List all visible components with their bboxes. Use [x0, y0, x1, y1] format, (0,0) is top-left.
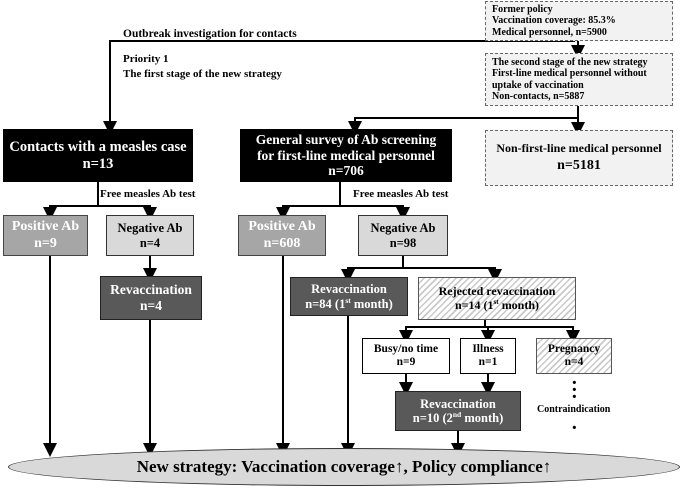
rejected-revaccination-box: Rejected revaccination n=14 (1st month) [418, 277, 576, 320]
contraindication-label: Contraindication [537, 404, 611, 415]
conclusion-ellipse: New strategy: Vaccination coverage↑, Pol… [8, 448, 680, 486]
right-positive-title: Positive Ab [248, 219, 316, 235]
contacts-box: Contacts with a measles case n=13 [3, 129, 193, 182]
former-policy-personnel: Medical personnel, n=5900 [492, 26, 607, 38]
non-first-line-title: Non-first-line medical personnel [496, 140, 662, 155]
survey-title-line1: General survey of Ab screening [255, 132, 437, 148]
left-revaccination-box: Revaccination n=4 [100, 276, 202, 320]
left-negative-title: Negative Ab [117, 221, 183, 236]
illness-box: Illness n=1 [460, 338, 516, 374]
non-first-line-box: Non-first-line medical personnel n=5181 [485, 130, 673, 186]
right-negative-box: Negative Ab n=98 [358, 215, 448, 256]
outbreak-investigation-label: Outbreak investigation for contacts [123, 28, 297, 40]
pregnancy-title: Pregnancy [547, 342, 601, 355]
revaccination-second-month-count: n=10 (2nd month) [412, 409, 504, 425]
second-stage-line3: uptake of vaccination [492, 79, 584, 91]
free-ab-test-label-right: Free measles Ab test [353, 188, 449, 200]
right-negative-count: n=98 [389, 235, 417, 250]
right-negative-title: Negative Ab [370, 221, 436, 236]
busy-no-time-title: Busy/no time [373, 342, 439, 355]
busy-no-time-box: Busy/no time n=9 [362, 338, 450, 374]
second-stage-count: Non-contacts, n=5887 [492, 91, 585, 102]
illness-count: n=1 [478, 356, 498, 368]
left-revaccination-count: n=4 [140, 298, 162, 313]
left-negative-count: n=4 [139, 235, 161, 250]
survey-box: General survey of Ab screening for first… [240, 129, 452, 182]
free-ab-test-label-left: Free measles Ab test [100, 188, 196, 200]
pregnancy-count: n=4 [564, 356, 584, 368]
ellipsis-dots-lower: · [571, 417, 578, 439]
illness-title: Illness [472, 342, 504, 355]
former-policy-coverage: Vaccination coverage: 85.3% [492, 15, 616, 27]
revaccination-first-month-count: n=84 (1st month) [305, 295, 393, 311]
former-policy-box: Former policy Vaccination coverage: 85.3… [485, 1, 673, 41]
left-positive-title: Positive Ab [11, 219, 80, 235]
right-positive-count: n=608 [263, 235, 301, 251]
survey-title-line2: for first-line medical personnel [257, 147, 435, 163]
rejected-revaccination-title: Rejected revaccination [438, 283, 556, 298]
rejected-revaccination-count: n=14 (1st month) [454, 297, 540, 312]
contacts-count: n=13 [82, 155, 114, 172]
conclusion-text: New strategy: Vaccination coverage↑, Pol… [136, 457, 552, 476]
left-positive-box: Positive Ab n=9 [3, 215, 88, 256]
second-stage-title: The second stage of the new strategy [492, 56, 648, 68]
revaccination-second-month-title: Revaccination [420, 396, 496, 411]
survey-count: n=706 [328, 163, 364, 179]
right-positive-box: Positive Ab n=608 [238, 215, 326, 256]
revaccination-first-month-box: Revaccination n=84 (1st month) [290, 277, 408, 316]
priority-label: Priority 1 [123, 53, 169, 65]
ellipsis-dots-upper: ··· [571, 372, 578, 408]
revaccination-second-month-box: Revaccination n=10 (2nd month) [395, 391, 521, 431]
left-negative-box: Negative Ab n=4 [106, 215, 194, 256]
left-positive-count: n=9 [34, 235, 57, 251]
first-stage-label: The first stage of the new strategy [123, 68, 282, 80]
second-stage-line2: First-line medical personnel without [492, 68, 647, 79]
former-policy-title: Former policy [492, 3, 553, 15]
pregnancy-box: Pregnancy n=4 [536, 338, 612, 374]
left-revaccination-title: Revaccination [110, 282, 192, 298]
revaccination-first-month-title: Revaccination [311, 282, 387, 297]
busy-no-time-count: n=9 [396, 356, 416, 368]
non-first-line-count: n=5181 [557, 158, 601, 174]
second-stage-box: The second stage of the new strategy Fir… [485, 53, 673, 106]
contacts-title: Contacts with a measles case [9, 138, 187, 155]
